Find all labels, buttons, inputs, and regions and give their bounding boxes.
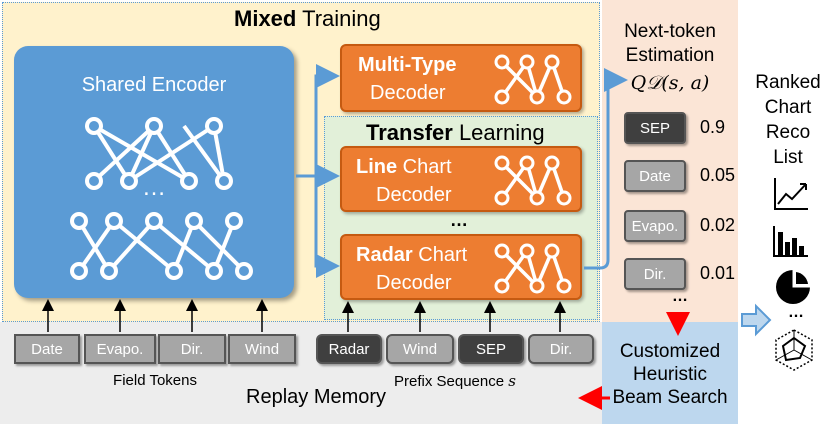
shared-encoder-label: Shared Encoder	[81, 74, 227, 96]
candidate-token: SEP	[624, 112, 686, 144]
line-chart-icon	[774, 178, 808, 210]
candidate-token: Evapo.	[624, 210, 686, 242]
prefix-token: SEP	[458, 334, 524, 364]
q-formula: Q𝒟(s, a)	[630, 72, 710, 94]
radar-chart-icon	[775, 329, 813, 371]
shared-encoder: Shared Encoder …	[14, 46, 294, 298]
mixed-training-title: Mixed Training	[234, 6, 381, 31]
prefix-token: Radar	[316, 334, 382, 364]
candidate-prob: 0.02	[700, 215, 736, 235]
candidates-ellipsis: …	[672, 288, 688, 305]
ranked-list-title: Ranked Chart Reco List	[755, 72, 821, 168]
prefix-token: Wind	[386, 334, 454, 364]
ranked-ellipsis: …	[788, 304, 804, 321]
transfer-learning-title: Transfer Learning	[366, 120, 545, 145]
beam-search-label: Customized Heuristic Beam Search	[612, 341, 728, 408]
candidate-token: Dir.	[624, 258, 686, 290]
candidate-prob: 0.9	[700, 117, 726, 137]
candidate-prob: 0.01	[700, 263, 736, 283]
field-token: Evapo.	[84, 334, 156, 364]
field-token: Date	[14, 334, 80, 364]
candidate-token: Date	[624, 160, 686, 192]
prefix-sequence-label: Prefix Sequence s	[394, 372, 516, 390]
field-token: Dir.	[158, 334, 226, 364]
decoder-network-icon	[494, 243, 572, 294]
decoder-network-icon	[494, 54, 572, 105]
encoder-network-top-icon	[85, 117, 233, 190]
candidate-prob: 0.05	[700, 165, 736, 185]
decoder-network-icon	[494, 155, 572, 206]
line-chart-decoder: Line Chart Decoder	[340, 146, 582, 212]
beam-search-region	[602, 322, 738, 424]
encoder-ellipsis: …	[142, 174, 166, 201]
multi-type-decoder: Multi-Type Decoder	[340, 44, 582, 112]
radar-chart-decoder: Radar Chart Decoder	[340, 234, 582, 300]
field-token: Wind	[228, 334, 296, 364]
encoder-network-bottom-icon	[70, 212, 253, 280]
next-token-title: Next-token Estimation	[624, 21, 716, 66]
replay-memory-label: Replay Memory	[246, 386, 387, 408]
pie-chart-icon	[776, 269, 811, 304]
field-tokens-label: Field Tokens	[113, 372, 197, 389]
prefix-token: Dir.	[528, 334, 594, 364]
bar-chart-icon	[773, 226, 808, 257]
decoders-ellipsis: …	[450, 210, 468, 230]
